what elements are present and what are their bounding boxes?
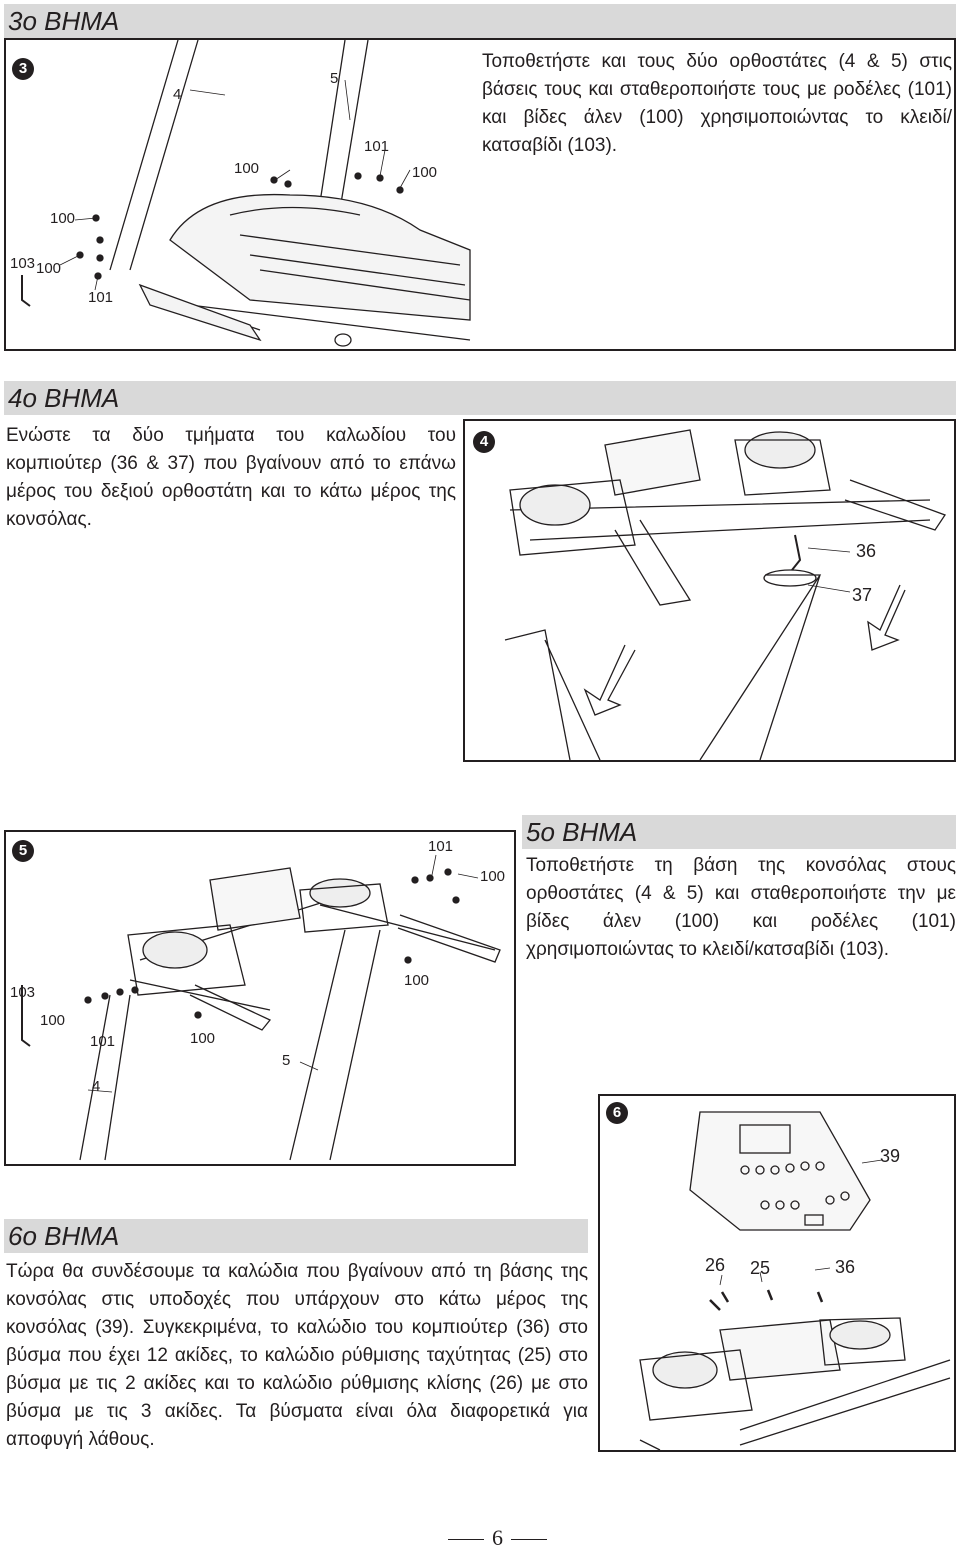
step3-label-5: 5 [330,70,339,87]
step5-label-101b: 101 [90,1033,116,1050]
step3-label-4: 4 [173,86,182,103]
page-number-rule-right [511,1539,547,1541]
step4-figure-frame [463,419,956,762]
step6-label-26: 26 [705,1255,726,1275]
step6-number-badge: 6 [606,1102,628,1124]
step3-number-badge: 3 [12,58,34,80]
step5-label-101a: 101 [428,838,454,855]
step4-instructions: Ενώστε τα δύο τμήματα του καλωδίου του κ… [6,425,456,530]
step3-label-103: 103 [10,255,36,272]
page-number-rule-left [448,1539,484,1541]
step6-label-25: 25 [750,1258,771,1278]
step6-label-36: 36 [835,1257,856,1277]
step5-number-badge: 5 [12,840,34,862]
step3-label-101b: 101 [88,289,114,306]
step5-label-100d: 100 [190,1030,216,1047]
step5-label-4: 4 [92,1078,101,1095]
step5-label-5: 5 [282,1052,291,1069]
step6-instructions: Τώρα θα συνδέσουμε τα καλώδια που βγαίνο… [6,1261,588,1450]
step5-label-100c: 100 [40,1012,66,1029]
page-number-text: 6 [492,1525,503,1550]
step5-heading: 5ο ΒΗΜΑ [522,815,956,849]
step3-label-100b: 100 [412,164,438,181]
step4-label-37: 37 [852,585,873,605]
step5-figure-frame [4,830,516,1166]
step4-heading: 4ο ΒΗΜΑ [4,381,956,415]
step6-figure-frame [598,1094,956,1452]
step3-heading: 3ο ΒΗΜΑ [4,4,956,38]
step4-label-36: 36 [856,541,877,561]
step6-heading: 6ο ΒΗΜΑ [4,1219,588,1253]
step5-instructions: Τοποθετήστε τη βάση της κονσόλας στους ο… [526,855,956,960]
step3-label-100d: 100 [36,260,62,277]
step3-label-101a: 101 [364,138,390,155]
step4-number-badge: 4 [473,431,495,453]
step3-instructions: Τοποθετήστε και τους δύο ορθοστάτες (4 &… [482,51,952,156]
step5-label-100b: 100 [404,972,430,989]
step6-label-39: 39 [880,1146,901,1166]
step5-label-103: 103 [10,984,36,1001]
page-number: 6 [440,1525,555,1551]
step3-label-100c: 100 [50,210,76,227]
step5-label-100a: 100 [480,868,506,885]
step3-label-100a: 100 [234,160,260,177]
